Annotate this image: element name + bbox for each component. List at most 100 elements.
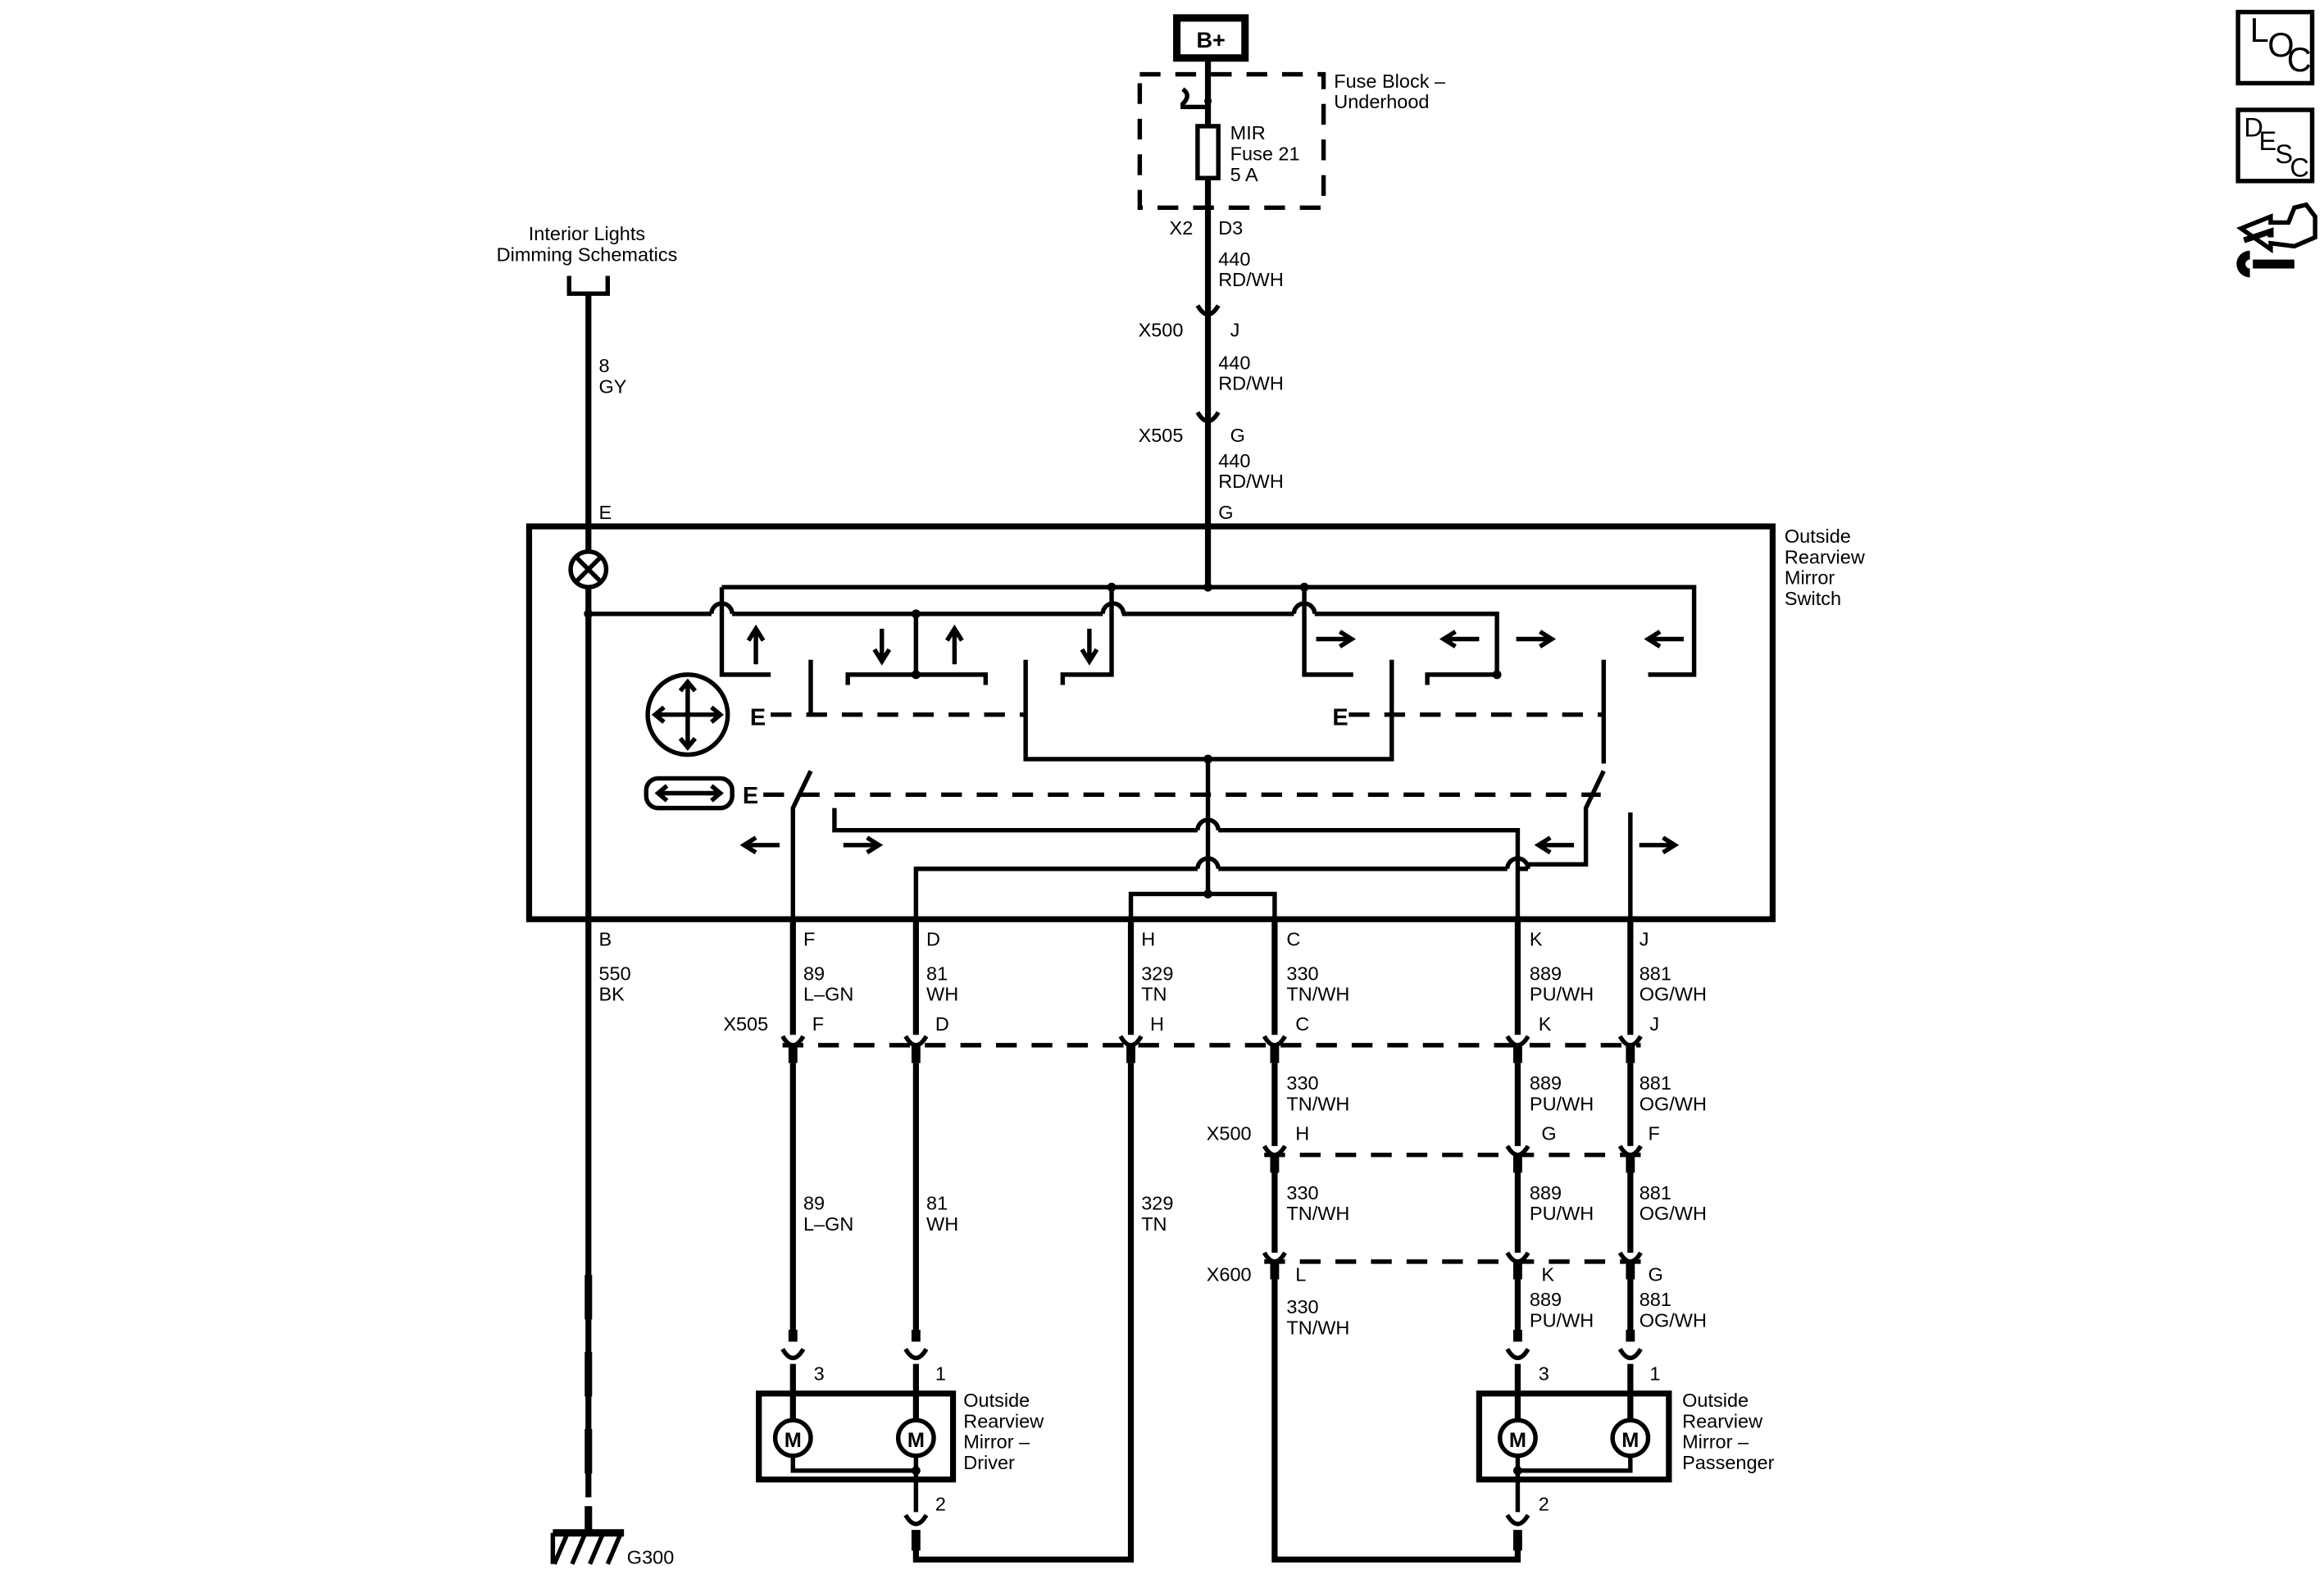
x500-top-label: X500	[1139, 320, 1184, 341]
left-arrow-icon	[739, 835, 780, 855]
circuit-330: 330	[1286, 962, 1318, 984]
x600-bottom-label: X600	[1207, 1263, 1252, 1285]
color-pu-wh: PU/WH	[1530, 984, 1594, 1005]
driver-circuit-329: 329	[1141, 1193, 1173, 1214]
loc-letter-l: L	[2250, 11, 2269, 49]
dimming-label-1: Interior Lights	[529, 223, 645, 244]
desc-icon[interactable]: D E S C	[2235, 107, 2315, 184]
passenger-mirror-label-4: Passenger	[1682, 1452, 1775, 1473]
left-arrow-icon	[1644, 630, 1684, 648]
dimming-connector	[566, 275, 611, 296]
motor-label: M	[1509, 1429, 1526, 1452]
pin-d: D	[926, 929, 940, 950]
tool-hand-icon[interactable]	[2236, 202, 2317, 278]
x505-pin-k: K	[1539, 1013, 1552, 1035]
mid-color-330-c: TN/WH	[1286, 1317, 1349, 1338]
selector-e-2: E	[1332, 704, 1348, 730]
x505-top-label: X505	[1139, 425, 1184, 446]
switch-pin-e: E	[598, 502, 612, 523]
left-right-selector-icon[interactable]	[644, 776, 734, 811]
x500-pin-g: G	[1541, 1123, 1556, 1144]
passenger-mirror: M M	[1476, 1330, 1672, 1551]
x500-bottom-label: X500	[1207, 1123, 1252, 1144]
fuse-pin-label: D3	[1218, 217, 1243, 239]
x505-bottom-label: X505	[723, 1013, 768, 1035]
mid-color-881-a: OG/WH	[1640, 1093, 1707, 1114]
pin-j: J	[1640, 929, 1649, 950]
x505-g-connector	[1195, 411, 1221, 424]
supply-color-2: RD/WH	[1218, 373, 1284, 394]
x500-pin-f: F	[1649, 1123, 1660, 1144]
driver-mirror-label-3: Mirror –	[963, 1431, 1030, 1453]
color-tn-wh: TN/WH	[1286, 984, 1349, 1005]
down-arrow-icon	[872, 628, 892, 666]
mid-color-330-b: TN/WH	[1286, 1203, 1349, 1224]
x500-pin-h: H	[1295, 1123, 1309, 1144]
dimming-label-2: Dimming Schematics	[497, 243, 678, 265]
passenger-pin-3: 3	[1539, 1363, 1549, 1385]
battery-source: B+	[1173, 14, 1249, 62]
right-arrow-icon	[843, 835, 884, 855]
circuit-550: 550	[598, 962, 630, 984]
switch-label-2: Rearview	[1785, 546, 1866, 567]
left-arrow-icon	[1534, 835, 1575, 855]
x505-connector	[780, 1035, 1643, 1063]
up-arrow-icon	[945, 624, 964, 665]
color-bk: BK	[598, 984, 625, 1005]
x600-connector	[1262, 1251, 1643, 1280]
fuse-block-label-2: Underhood	[1334, 91, 1429, 112]
switch-supply-bus	[721, 585, 1697, 677]
pin-h: H	[1141, 929, 1155, 950]
loc-letter-o: O	[2267, 25, 2294, 64]
joystick-icon[interactable]	[645, 672, 730, 758]
mid-circuit-330-c: 330	[1286, 1296, 1318, 1317]
up-arrow-icon	[746, 624, 766, 665]
fuse-name: MIR	[1230, 122, 1266, 143]
driver-pin-3: 3	[814, 1363, 825, 1385]
selector-e-3: E	[743, 783, 758, 809]
indicator-lamp-icon	[568, 549, 609, 589]
circuit-881: 881	[1640, 962, 1671, 984]
ground-icon	[550, 1529, 625, 1565]
mid-color-889-a: PU/WH	[1530, 1093, 1594, 1114]
driver-color-l-gn: L–GN	[803, 1213, 853, 1235]
switch-output-wires	[789, 919, 1634, 1035]
dimming-circuit: 8	[598, 355, 609, 376]
down-arrow-icon	[1080, 628, 1099, 666]
driver-pin-1: 1	[935, 1363, 946, 1385]
motor-label: M	[907, 1429, 925, 1452]
mid-color-889-c: PU/WH	[1530, 1309, 1594, 1331]
mid-circuit-881-c: 881	[1640, 1289, 1671, 1310]
driver-circuit-81: 81	[926, 1193, 948, 1214]
desc-letter-c: C	[2290, 152, 2309, 182]
driver-mirror-label-2: Rearview	[963, 1410, 1044, 1431]
x500-top-pin: J	[1230, 320, 1240, 341]
supply-circuit-3: 440	[1218, 450, 1250, 471]
switch-label-3: Mirror	[1785, 567, 1835, 589]
x500-connector	[1262, 1144, 1643, 1173]
fuse-block: Fuse Block – Underhood MIR Fuse 21 5 A	[1137, 71, 1446, 211]
circuit-89: 89	[803, 962, 825, 984]
right-arrow-icon	[1316, 630, 1357, 648]
pin-c: C	[1286, 929, 1300, 950]
loc-icon[interactable]: L O C	[2235, 9, 2315, 86]
mid-circuit-889-a: 889	[1530, 1072, 1562, 1094]
driver-color-wh: WH	[926, 1213, 958, 1235]
color-wh: WH	[926, 984, 958, 1005]
passenger-mirror-label-3: Mirror –	[1682, 1431, 1749, 1453]
desc-letter-e: E	[2258, 126, 2276, 156]
supply-circuit-1: 440	[1218, 248, 1250, 270]
color-tn: TN	[1141, 984, 1167, 1005]
x500-j-connector	[1195, 304, 1221, 317]
desc-letter-d: D	[2244, 113, 2263, 143]
mid-color-889-b: PU/WH	[1530, 1203, 1594, 1224]
circuit-329: 329	[1141, 962, 1173, 984]
driver-mirror-label-4: Driver	[963, 1452, 1015, 1473]
direction-arrows	[739, 624, 1684, 855]
x600-pin-g: G	[1649, 1263, 1663, 1285]
fuse-connector-label: X2	[1170, 217, 1194, 239]
driver-mirror: M M	[756, 1330, 957, 1551]
x505-pin-d: D	[935, 1013, 949, 1035]
pin-b: B	[598, 929, 612, 950]
passenger-mirror-label-1: Outside	[1682, 1390, 1749, 1411]
